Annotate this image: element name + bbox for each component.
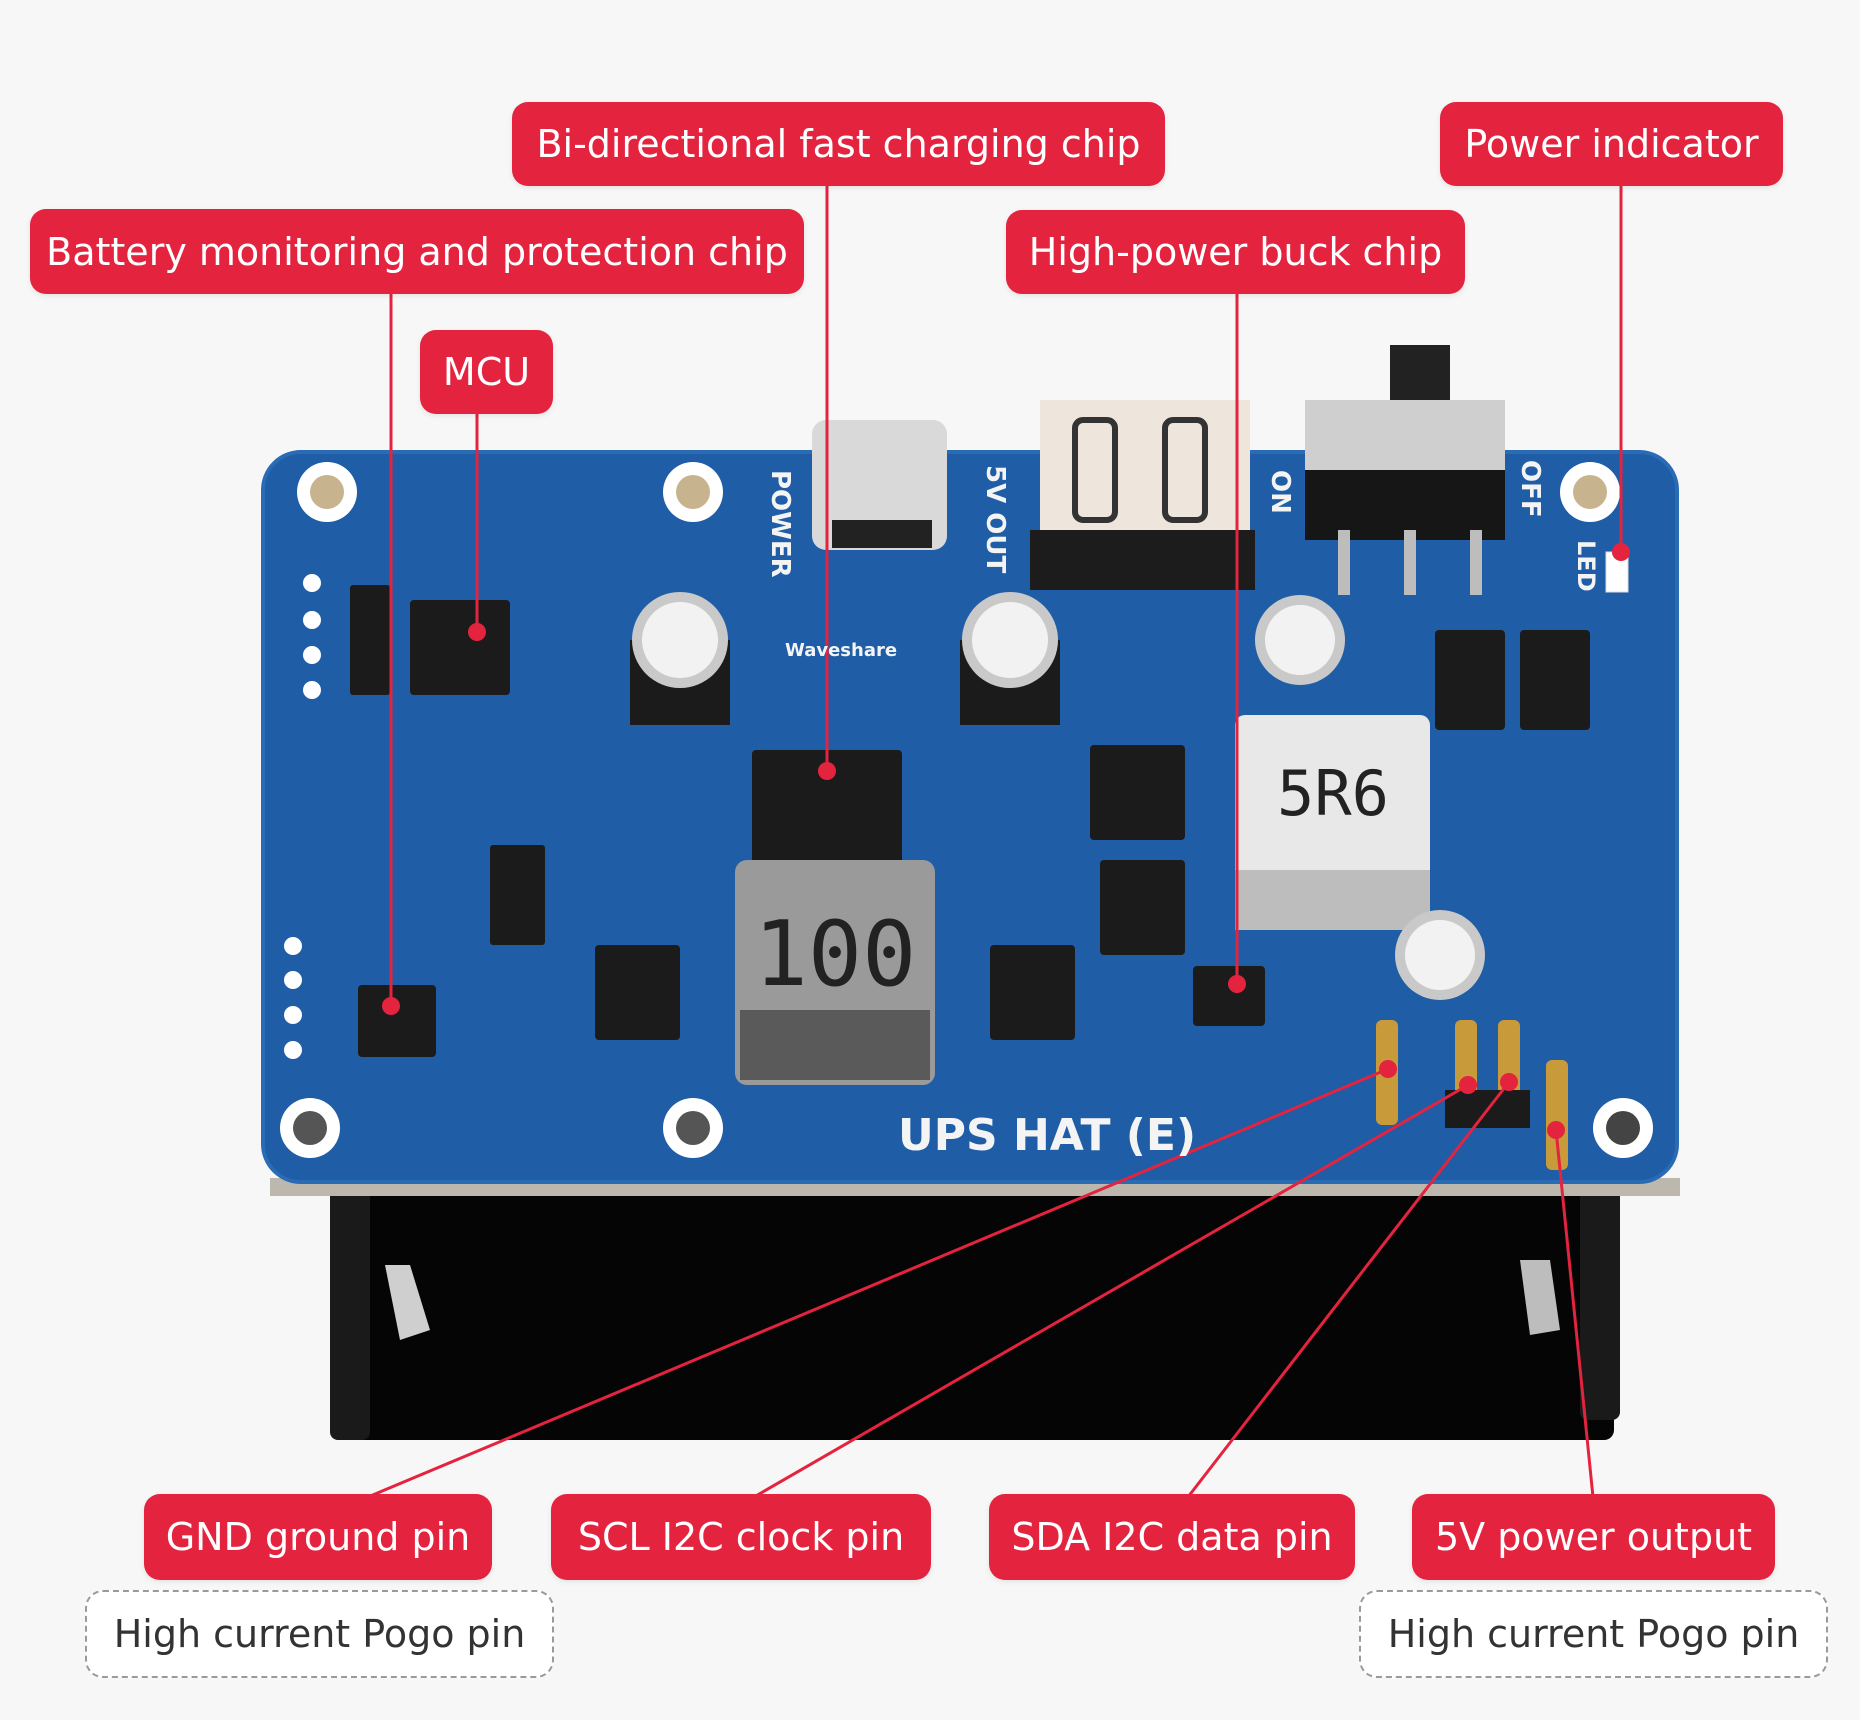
callout-battery-monitoring-chip: Battery monitoring and protection chip xyxy=(30,209,804,294)
leader-sda xyxy=(1186,1081,1511,1498)
callout-buck-chip: High-power buck chip xyxy=(1006,210,1465,294)
slide-switch xyxy=(1305,345,1505,595)
silk-on: ON xyxy=(1265,470,1295,514)
note-pogo-pin-left: High current Pogo pin xyxy=(85,1590,554,1678)
brand-logo: Waveshare xyxy=(785,640,898,661)
usb-a-port xyxy=(1030,400,1255,590)
note-pogo-pin-right: High current Pogo pin xyxy=(1359,1590,1828,1678)
inductor-100-mark: 100 xyxy=(754,902,917,1007)
usb-c-port xyxy=(812,420,947,550)
charging-chip xyxy=(752,750,902,895)
battery-holder xyxy=(270,1178,1680,1440)
board-name: UPS HAT (E) xyxy=(898,1110,1197,1161)
battery-contact-right xyxy=(1520,1260,1560,1335)
mounting-holes xyxy=(280,462,1653,1158)
leader-lines xyxy=(367,186,1630,1499)
callout-bidirectional-charging-chip: Bi-directional fast charging chip xyxy=(512,102,1165,186)
battery-monitor-chip xyxy=(358,985,436,1057)
inductor-5r6 xyxy=(1235,715,1430,930)
leader-scl xyxy=(753,1083,1469,1499)
inductor-5r6-mark: 5R6 xyxy=(1277,757,1389,830)
callout-scl-pin: SCL I2C clock pin xyxy=(551,1494,931,1580)
callout-power-indicator: Power indicator xyxy=(1440,102,1783,186)
silk-5v-out: 5V OUT xyxy=(980,465,1010,574)
battery-contact-left xyxy=(385,1265,430,1340)
leader-gnd xyxy=(367,1067,1389,1499)
leader-5v xyxy=(1554,1129,1595,1498)
callout-gnd-pin: GND ground pin xyxy=(144,1494,492,1580)
callout-5v-output: 5V power output xyxy=(1412,1494,1775,1580)
buck-chip xyxy=(1193,966,1265,1026)
test-pads xyxy=(284,574,321,1059)
callout-mcu: MCU xyxy=(420,330,553,414)
electrolytic-capacitors xyxy=(630,592,1485,1000)
callout-sda-pin: SDA I2C data pin xyxy=(989,1494,1355,1580)
inductor-100 xyxy=(735,860,935,1085)
silk-off: OFF xyxy=(1515,460,1545,518)
silk-power: POWER xyxy=(765,470,795,578)
mcu-chip xyxy=(410,600,510,695)
chips xyxy=(350,585,1590,1057)
silk-led: LED xyxy=(1572,540,1600,592)
